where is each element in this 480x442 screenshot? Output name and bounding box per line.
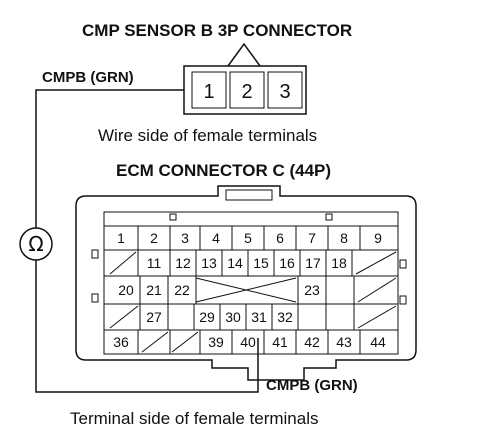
- ecm-pin-2: 2: [150, 230, 158, 246]
- ecm-pin-36: 36: [113, 334, 129, 350]
- ecm-pin-4: 4: [212, 230, 220, 246]
- ecm-pin-11: 11: [147, 255, 162, 271]
- ecm-pin-22: 22: [174, 282, 190, 298]
- ecm-pin-9: 9: [374, 230, 382, 246]
- ecm-pin-3: 3: [181, 230, 189, 246]
- ecm-pin-15: 15: [253, 255, 269, 271]
- cmp-terminal-3: 3: [279, 81, 290, 103]
- ecm-pin-31: 31: [251, 309, 267, 325]
- cmp-connector: 1 2 3: [183, 42, 307, 115]
- ecm-pin-1: 1: [117, 230, 125, 246]
- cmp-wire-label: CMPB (GRN): [42, 69, 134, 86]
- cmp-connector-caption: Wire side of female terminals: [98, 126, 317, 145]
- ecm-pin-21: 21: [146, 282, 162, 298]
- ecm-connector-body: 1 2 3 4 5 6 7 8 9 11 12 13 14 15 16 17 1…: [75, 185, 417, 381]
- ecm-pin-40: 40: [240, 334, 256, 350]
- ecm-pin-17: 17: [305, 255, 321, 271]
- ecm-connector-title: ECM CONNECTOR C (44P): [116, 161, 331, 180]
- ohmmeter-icon: Ω: [28, 232, 43, 256]
- ecm-pin-27: 27: [146, 309, 162, 325]
- ecm-pin-13: 13: [201, 255, 217, 271]
- ecm-pin-14: 14: [227, 255, 243, 271]
- ecm-pin-29: 29: [199, 309, 215, 325]
- ecm-pin-7: 7: [308, 230, 316, 246]
- ecm-pin-20: 20: [118, 282, 134, 298]
- cmp-terminal-2: 2: [241, 81, 252, 103]
- probe-wire: [35, 89, 259, 393]
- ecm-wire-label: CMPB (GRN): [266, 377, 358, 394]
- ecm-pin-5: 5: [244, 230, 252, 246]
- ecm-pin-16: 16: [279, 255, 295, 271]
- cmp-connector-title: CMP SENSOR B 3P CONNECTOR: [82, 21, 352, 40]
- ecm-pin-18: 18: [331, 255, 347, 271]
- ecm-pin-41: 41: [272, 334, 288, 350]
- ecm-pin-23: 23: [304, 282, 320, 298]
- ecm-pin-8: 8: [340, 230, 348, 246]
- ecm-pin-32: 32: [277, 309, 293, 325]
- ohmmeter: Ω: [19, 227, 53, 261]
- ecm-pin-43: 43: [336, 334, 352, 350]
- ecm-pin-44: 44: [370, 334, 386, 350]
- ecm-pin-39: 39: [208, 334, 224, 350]
- cmp-terminal-1: 1: [203, 81, 214, 103]
- ecm-pin-6: 6: [276, 230, 284, 246]
- ecm-pin-12: 12: [175, 255, 191, 271]
- ecm-connector-caption: Terminal side of female terminals: [70, 409, 318, 428]
- ecm-pin-30: 30: [225, 309, 241, 325]
- ecm-pin-42: 42: [304, 334, 320, 350]
